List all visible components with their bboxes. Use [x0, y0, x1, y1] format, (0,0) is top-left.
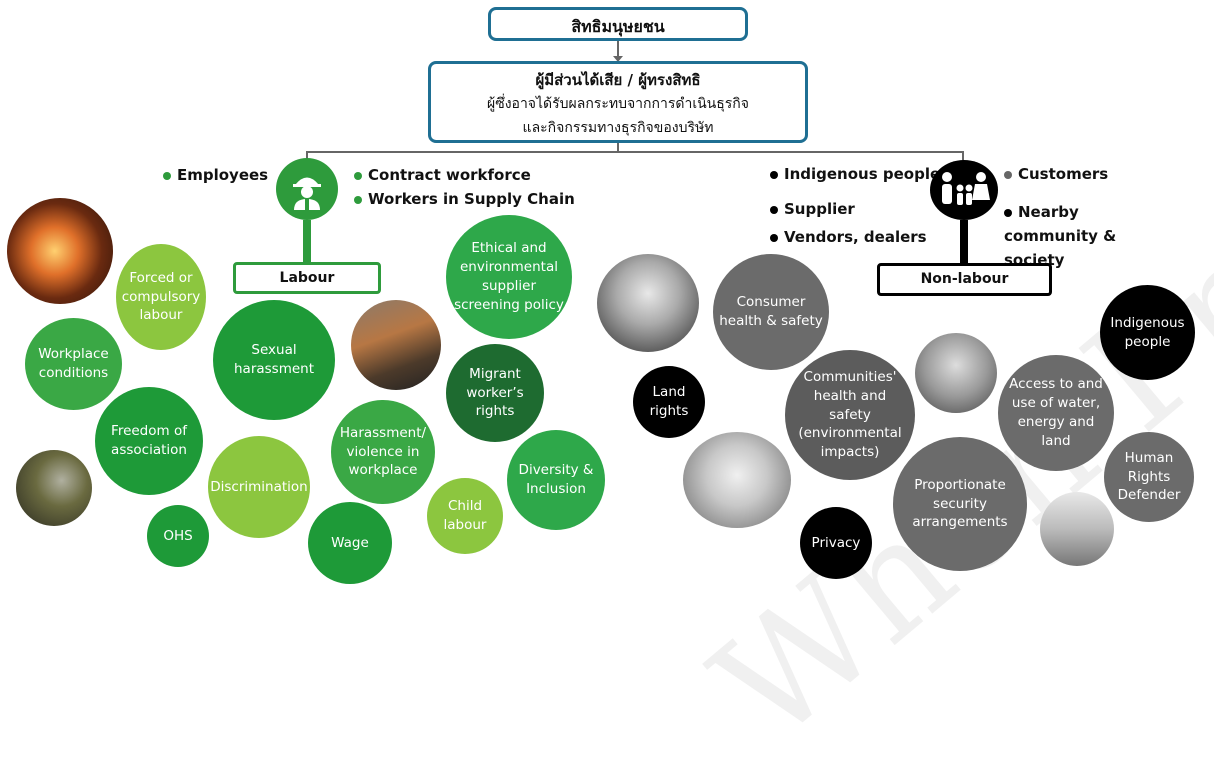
indigenous-people-circle: Indigenous people	[1100, 285, 1195, 380]
human-rights-defender-circle: Human Rights Defender	[1104, 432, 1194, 522]
arrow-down-icon	[613, 56, 623, 62]
bullet-icon	[1004, 170, 1012, 179]
communities-health-circle: Communities' health and safety (environm…	[785, 350, 915, 480]
protest-crowd-photo	[597, 254, 699, 352]
connector-mid	[617, 143, 619, 152]
diversity-inclusion-circle: Diversity & Inclusion	[507, 430, 605, 530]
freedom-association-circle: Freedom of association	[95, 387, 203, 495]
privacy-circle: Privacy	[800, 507, 872, 579]
wage-circle: Wage	[308, 502, 392, 584]
construction-workers-photo	[351, 300, 441, 390]
labour-stem	[303, 220, 311, 262]
legend-indigenous-label: Indigenous people	[784, 165, 941, 183]
worker-icon	[276, 158, 338, 220]
stakeholder-title: ผู้มีส่วนได้เสีย / ผู้ทรงสิทธิ	[535, 71, 701, 89]
family-icon	[930, 160, 998, 220]
land-rights-circle: Land rights	[633, 366, 705, 438]
migrant-rights-circle: Migrant worker’s rights	[446, 344, 544, 442]
legend-supplier-label: Supplier	[784, 200, 855, 218]
human-rights-box: สิทธิมนุษยชน	[488, 7, 748, 41]
human-rights-title: สิทธิมนุษยชน	[571, 17, 665, 36]
connector-left-drop	[306, 151, 308, 161]
connector-right-drop	[962, 151, 964, 161]
legend-supplier: Supplier	[770, 200, 855, 218]
bullet-icon	[770, 170, 778, 179]
connector-top	[617, 41, 619, 61]
bullet-icon	[770, 233, 778, 242]
bullet-icon	[770, 205, 778, 214]
legend-contract-label: Contract workforce	[368, 166, 531, 184]
legend-customers-label: Customers	[1018, 165, 1109, 183]
stakeholder-box: ผู้มีส่วนได้เสีย / ผู้ทรงสิทธิ ผู้ซึ่งอา…	[428, 61, 808, 143]
bullet-icon	[1004, 208, 1012, 217]
steel-sparks-photo	[7, 198, 113, 304]
consumer-health-circle: Consumer health & safety	[713, 254, 829, 370]
stakeholder-line-1: ผู้ซึ่งอาจได้รับผลกระทบจากการดำเนินธุรกิ…	[487, 96, 749, 112]
legend-employees-label: Employees	[177, 166, 269, 184]
legend-vendors-label: Vendors, dealers	[784, 228, 927, 246]
ethical-supplier-circle: Ethical and environmental supplier scree…	[446, 215, 572, 339]
workplace-conditions-circle: Workplace conditions	[25, 318, 122, 410]
legend-contract: Contract workforce	[354, 166, 531, 184]
legend-supply: Workers in Supply Chain	[354, 190, 575, 208]
couple-photo	[683, 432, 791, 528]
legend-vendors: Vendors, dealers	[770, 228, 927, 246]
worker-helmet-photo	[16, 450, 92, 526]
legend-customers: Customers	[1004, 165, 1108, 183]
sexual-harassment-circle: Sexual harassment	[213, 300, 335, 420]
ohs-circle: OHS	[147, 505, 209, 567]
connector-horizontal	[306, 151, 964, 153]
stakeholder-line-2: และกิจกรรมทางธุรกิจของบริษัท	[522, 120, 714, 136]
forced-labour-circle: Forced or compulsory labour	[116, 244, 206, 350]
shopping-photo	[915, 333, 997, 413]
access-resources-circle: Access to and use of water, energy and l…	[998, 355, 1114, 471]
bullet-icon	[354, 195, 362, 204]
discrimination-circle: Discrimination	[208, 436, 310, 538]
legend-nearby-label: Nearby community & society	[1004, 203, 1117, 269]
legend-nearby: Nearby community & society	[1004, 200, 1174, 272]
city-photo	[1040, 492, 1114, 566]
proportionate-security-circle: Proportionate security arrangements	[893, 437, 1027, 571]
legend-supply-label: Workers in Supply Chain	[368, 190, 575, 208]
harassment-violence-circle: Harassment/ violence in workplace	[331, 400, 435, 504]
labour-tag: Labour	[233, 262, 381, 294]
bullet-icon	[163, 171, 171, 180]
nonlabour-tag: Non-labour	[877, 263, 1052, 296]
legend-indigenous: Indigenous people	[770, 165, 940, 183]
bullet-icon	[354, 171, 362, 180]
legend-employees: Employees	[163, 166, 268, 184]
child-labour-circle: Child labour	[427, 478, 503, 554]
nonlabour-stem	[960, 220, 968, 264]
